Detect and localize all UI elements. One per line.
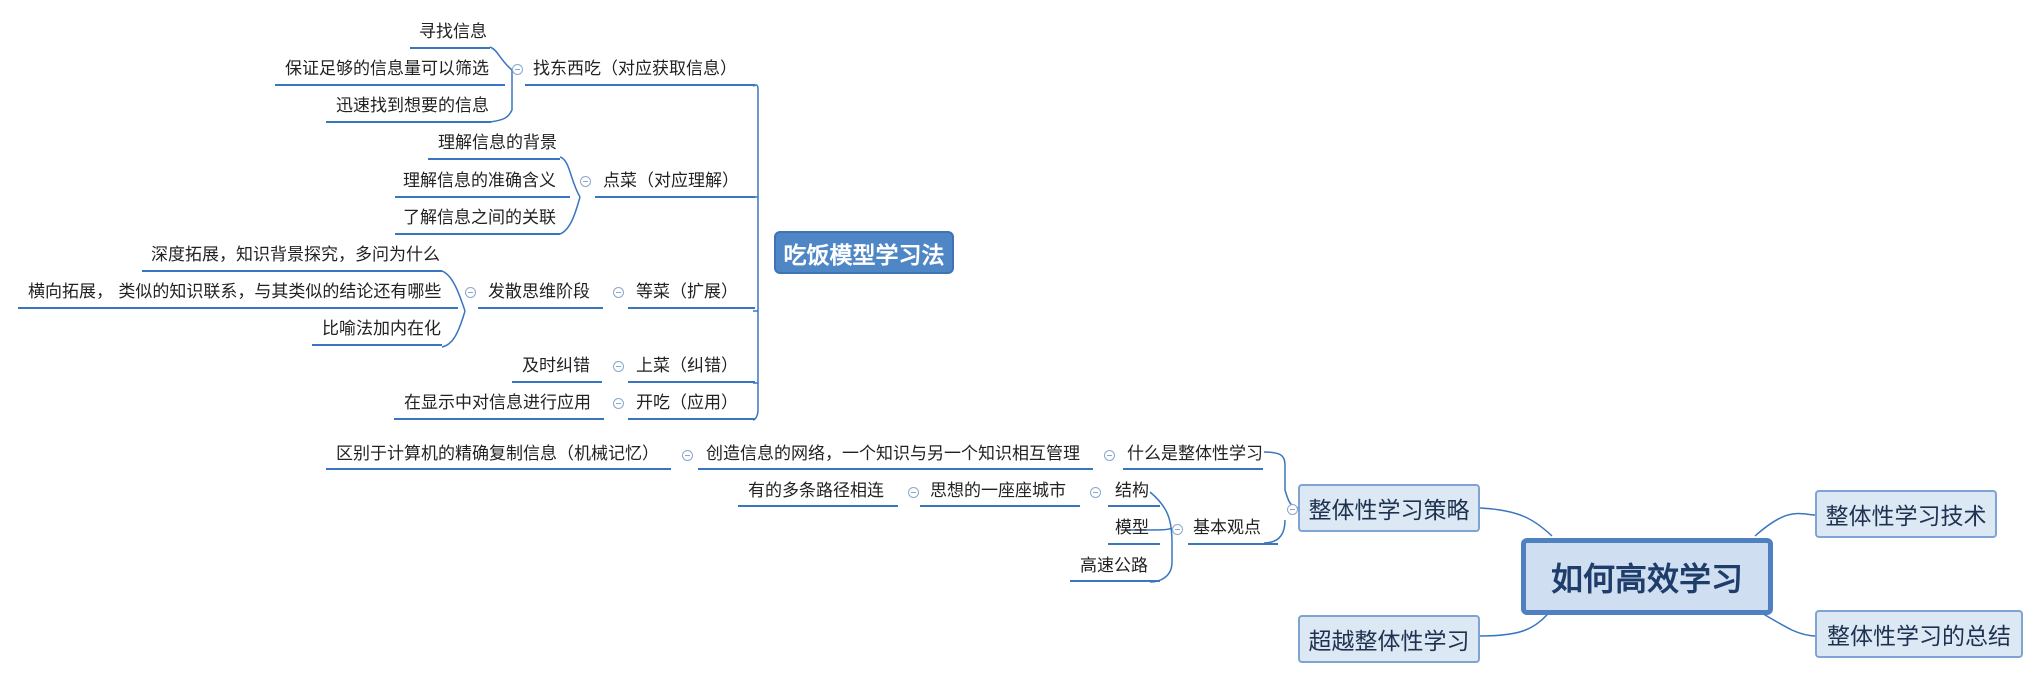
- order-item-2[interactable]: 理解信息的准确含义: [403, 171, 556, 191]
- order-label[interactable]: 点菜（对应理解）: [603, 171, 739, 191]
- mechanical-memory-label[interactable]: 区别于计算机的精确复制信息（机械记忆）: [336, 444, 659, 464]
- collapse-icon[interactable]: [908, 487, 919, 498]
- mechanical-memory-underline: [326, 468, 671, 470]
- basic-views-underline: [1188, 543, 1278, 545]
- order-item-1-underline: [428, 158, 560, 160]
- wait-item-3-underline: [312, 344, 442, 346]
- eat-underline: [628, 418, 755, 420]
- topic-strategy[interactable]: 整体性学习策略: [1298, 484, 1480, 532]
- root-topic[interactable]: 如何高效学习: [1521, 538, 1773, 615]
- serve-item[interactable]: 及时纠错: [522, 356, 590, 376]
- basic-views-label[interactable]: 基本观点: [1193, 518, 1261, 538]
- find-item-2-underline: [275, 84, 505, 86]
- city-label[interactable]: 思想的一座座城市: [930, 481, 1066, 501]
- wait-item-1[interactable]: 深度拓展，知识背景探究，多问为什么: [151, 245, 440, 265]
- order-item-1[interactable]: 理解信息的背景: [438, 133, 557, 153]
- collapse-icon[interactable]: [512, 64, 523, 75]
- find-food-label[interactable]: 找东西吃（对应获取信息）: [533, 59, 737, 79]
- serve-item-underline: [512, 381, 602, 383]
- collapse-icon[interactable]: [1287, 504, 1298, 515]
- model-label[interactable]: 模型: [1115, 518, 1149, 538]
- order-item-3[interactable]: 了解信息之间的关联: [403, 208, 556, 228]
- model-underline: [1108, 543, 1160, 545]
- find-item-2[interactable]: 保证足够的信息量可以筛选: [285, 59, 489, 79]
- collapse-icon[interactable]: [613, 361, 624, 372]
- wait-item-2[interactable]: 横向拓展， 类似的知识联系，与其类似的结论还有哪些: [28, 282, 442, 302]
- find-item-3-underline: [326, 121, 491, 123]
- city-underline: [920, 505, 1080, 507]
- paths-underline: [738, 505, 898, 507]
- what-is-holistic-label[interactable]: 什么是整体性学习: [1127, 444, 1263, 464]
- paths-label[interactable]: 有的多条路径相连: [748, 481, 884, 501]
- find-food-underline: [525, 84, 755, 86]
- serve-underline: [628, 381, 755, 383]
- topic-eating-model[interactable]: 吃饭模型学习法: [774, 231, 954, 274]
- wait-item-3[interactable]: 比喻法加内在化: [322, 319, 441, 339]
- order-underline: [595, 196, 755, 198]
- collapse-icon[interactable]: [613, 398, 624, 409]
- network-underline: [698, 468, 1093, 470]
- network-label[interactable]: 创造信息的网络，一个知识与另一个知识相互管理: [706, 444, 1080, 464]
- find-item-1-underline: [410, 47, 490, 49]
- find-item-3[interactable]: 迅速找到想要的信息: [336, 96, 489, 116]
- what-is-holistic-underline: [1123, 468, 1263, 470]
- collapse-icon[interactable]: [1104, 450, 1115, 461]
- wait-label[interactable]: 等菜（扩展）: [636, 282, 738, 302]
- wait-item-1-underline: [142, 270, 442, 272]
- collapse-icon[interactable]: [613, 287, 624, 298]
- collapse-icon[interactable]: [682, 450, 693, 461]
- highway-label[interactable]: 高速公路: [1080, 556, 1148, 576]
- structure-label[interactable]: 结构: [1115, 481, 1149, 501]
- order-item-2-underline: [395, 196, 570, 198]
- topic-summary[interactable]: 整体性学习的总结: [1815, 610, 2023, 658]
- structure-underline: [1108, 505, 1160, 507]
- find-item-1[interactable]: 寻找信息: [419, 22, 487, 42]
- wait-item-2-underline: [18, 307, 458, 309]
- collapse-icon[interactable]: [1172, 524, 1183, 535]
- eat-item[interactable]: 在显示中对信息进行应用: [404, 393, 591, 413]
- topic-beyond[interactable]: 超越整体性学习: [1298, 615, 1480, 663]
- eat-item-underline: [394, 418, 604, 420]
- wait-underline: [628, 307, 755, 309]
- collapse-icon[interactable]: [580, 176, 591, 187]
- order-item-3-underline: [395, 233, 560, 235]
- serve-label[interactable]: 上菜（纠错）: [636, 356, 738, 376]
- eat-label[interactable]: 开吃（应用）: [636, 393, 738, 413]
- collapse-icon[interactable]: [465, 287, 476, 298]
- topic-techniques[interactable]: 整体性学习技术: [1815, 490, 1997, 538]
- highway-underline: [1070, 580, 1160, 582]
- divergent-stage-underline: [478, 307, 603, 309]
- collapse-icon[interactable]: [1090, 487, 1101, 498]
- divergent-stage-label[interactable]: 发散思维阶段: [488, 282, 590, 302]
